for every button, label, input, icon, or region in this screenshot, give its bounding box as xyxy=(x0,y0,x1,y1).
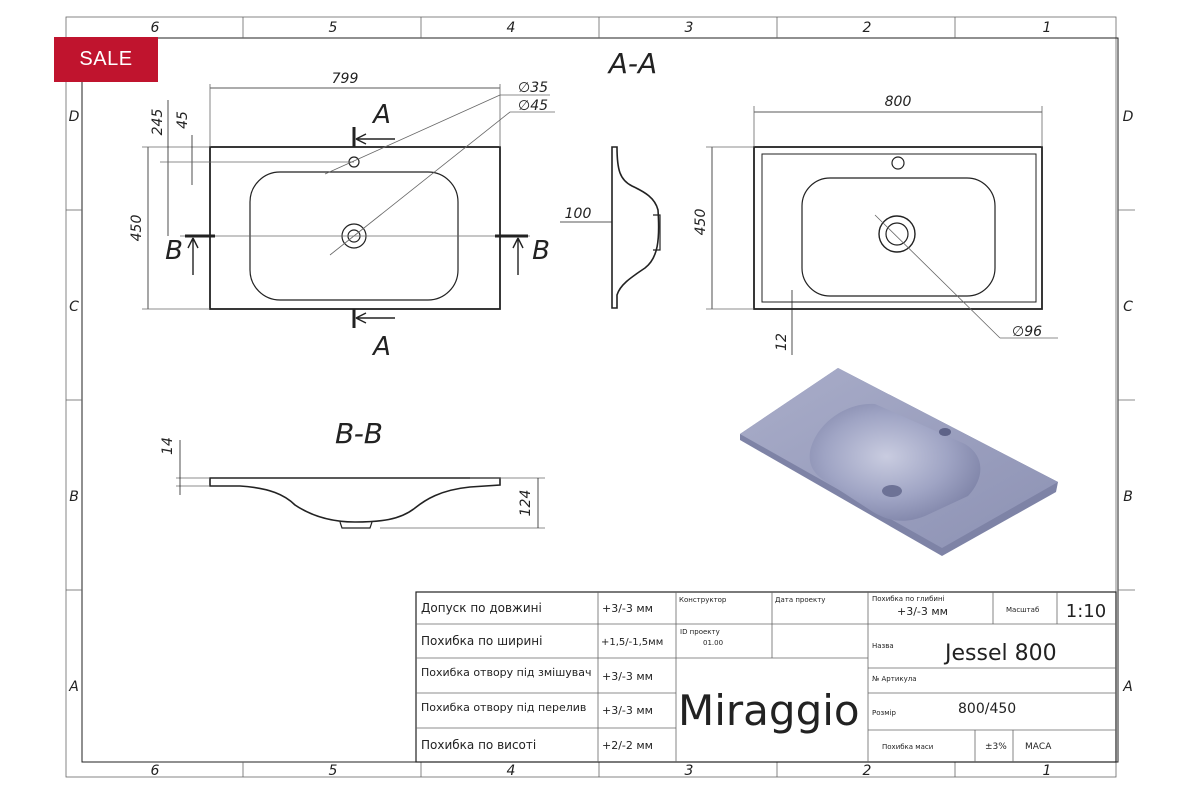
outer-frame xyxy=(65,16,1117,778)
zone-col-bottom: 6 xyxy=(151,763,160,779)
zone-row-left: A xyxy=(68,679,79,695)
tb-mass-tol-label: Похибка маси xyxy=(882,743,933,751)
dim-right-width: 800 xyxy=(885,94,912,110)
tb-row-value: +3/-3 мм xyxy=(602,670,653,683)
section-marker-b-right: B xyxy=(532,236,550,266)
tb-depth-value: +3/-3 мм xyxy=(897,605,948,618)
tb-date-label: Дата проекту xyxy=(775,596,825,604)
tb-name-label: Назва xyxy=(872,642,894,650)
tb-row-label: Похибка по висоті xyxy=(421,738,536,752)
zone-col-top: 1 xyxy=(1043,20,1052,36)
sale-badge: SALE xyxy=(54,37,158,82)
zone-row-left: B xyxy=(69,489,79,505)
tb-size-value: 800/450 xyxy=(958,701,1016,717)
tb-project-id-label: ID проекту xyxy=(680,628,720,636)
tb-constructor-label: Конструктор xyxy=(679,596,727,604)
tb-row-label: Похибка отвору під змішувач xyxy=(421,666,592,679)
zone-dividers xyxy=(66,17,1135,777)
section-aa-title: A-A xyxy=(607,47,657,80)
tb-scale-value: 1:10 xyxy=(1066,601,1106,622)
tb-brand: Miraggio xyxy=(678,686,860,735)
tb-size-label: Розмір xyxy=(872,709,896,717)
zone-col-bottom: 2 xyxy=(863,763,872,779)
section-bb-profile xyxy=(176,440,545,529)
dim-right-height: 450 xyxy=(693,209,709,236)
tb-mass-label: МАСА xyxy=(1025,742,1052,752)
tb-project-id-value: 01.00 xyxy=(703,639,723,647)
zone-col-bottom: 1 xyxy=(1043,763,1052,779)
section-marker-b-left: B xyxy=(165,236,183,266)
zone-col-top: 3 xyxy=(685,20,694,36)
dim-bb-124: 124 xyxy=(518,490,534,517)
dim-offset-245: 245 xyxy=(150,109,166,136)
tb-name-value: Jessel 800 xyxy=(943,641,1057,666)
dim-hole-45: ∅45 xyxy=(518,98,548,114)
title-block xyxy=(415,591,1117,763)
zone-col-bottom: 5 xyxy=(329,763,338,779)
dim-offset-45: 45 xyxy=(175,111,191,129)
tb-article-label: № Артикула xyxy=(872,675,917,683)
dim-bb-14: 14 xyxy=(160,437,176,455)
zone-row-right: D xyxy=(1123,109,1134,125)
tb-depth-label: Похибка по глибині xyxy=(872,595,945,603)
section-marker-a-bottom: A xyxy=(371,332,391,362)
tb-row-label: Похибка отвору під перелив xyxy=(421,701,586,714)
tb-row-value: +1,5/-1,5мм xyxy=(601,637,663,648)
dim-section-depth: 100 xyxy=(565,206,592,222)
zone-row-left: D xyxy=(69,109,80,125)
section-aa-profile xyxy=(560,146,661,309)
tb-scale-label: Масштаб xyxy=(1006,606,1039,614)
dim-drain-96: ∅96 xyxy=(1012,324,1042,340)
right-view xyxy=(706,106,1058,355)
tb-row-value: +3/-3 мм xyxy=(602,704,653,717)
zone-row-right: B xyxy=(1123,489,1133,505)
zone-row-left: C xyxy=(69,299,79,315)
dim-rim-12: 12 xyxy=(774,333,790,351)
section-bb-title: B-B xyxy=(335,417,383,450)
zone-col-top: 2 xyxy=(863,20,872,36)
dim-height-450: 450 xyxy=(129,215,145,242)
zone-row-right: A xyxy=(1122,679,1133,695)
tb-row-value: +2/-2 мм xyxy=(602,739,653,752)
top-view xyxy=(142,84,555,328)
isometric-render xyxy=(740,368,1058,556)
tb-row-label: Допуск по довжині xyxy=(421,601,542,615)
zone-col-bottom: 3 xyxy=(685,763,694,779)
tb-row-label: Похибка по ширині xyxy=(421,634,542,648)
zone-col-top: 5 xyxy=(329,20,338,36)
dim-top-width: 799 xyxy=(332,71,359,87)
tb-mass-tol-value: ±3% xyxy=(985,742,1007,752)
zone-col-top: 6 xyxy=(151,20,160,36)
zone-row-right: C xyxy=(1123,299,1133,315)
tb-row-value: +3/-3 мм xyxy=(602,602,653,615)
dim-hole-35: ∅35 xyxy=(518,80,548,96)
section-marker-a-top: A xyxy=(371,100,391,130)
zone-col-top: 4 xyxy=(507,20,516,36)
zone-col-bottom: 4 xyxy=(507,763,516,779)
